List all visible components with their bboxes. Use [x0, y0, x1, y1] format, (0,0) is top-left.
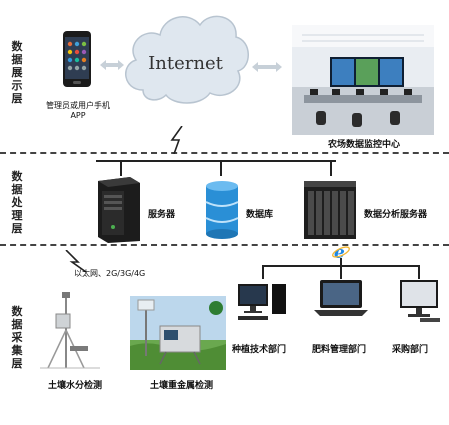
- mobile-label-line1: 管理员或用户手机: [46, 101, 110, 110]
- double-arrow-right-icon: [252, 58, 282, 77]
- dept-label-fertilizer: 肥料管理部门: [312, 345, 367, 355]
- dept-branch-purchasing: [418, 265, 420, 279]
- soil-moisture-label: 土壤水分检测: [48, 381, 103, 391]
- dept-label-planting: 种植技术部门: [232, 345, 287, 355]
- svg-text:e: e: [334, 243, 345, 262]
- network-link-icon: [64, 249, 94, 276]
- layer-label-display: 数据展示层: [11, 40, 23, 105]
- soil-moisture-sensor-icon: [40, 290, 100, 370]
- desktop-computer-icon: [236, 282, 288, 322]
- analysis-server-label: 数据分析服务器: [364, 210, 428, 220]
- server-label: 服务器: [148, 210, 176, 220]
- layer-divider-bottom: [0, 244, 449, 246]
- monitor-center-image: [292, 25, 434, 135]
- layer-divider-top: [0, 152, 449, 154]
- analysis-link-line: [330, 160, 332, 176]
- mobile-label-line2: APP: [70, 111, 86, 120]
- dept-branch-fertilizer: [340, 265, 342, 279]
- network-label: 以太网、2G/3G/4G: [74, 269, 146, 278]
- dept-branch-planting: [262, 265, 264, 279]
- layer-label-processing: 数据处理层: [11, 170, 23, 235]
- database-label: 数据库: [246, 210, 274, 220]
- analysis-server-icon: [302, 177, 358, 241]
- laptop-computer-icon: [314, 278, 368, 318]
- database-link-line: [220, 160, 222, 176]
- mobile-label: 管理员或用户手机 APP: [38, 100, 118, 120]
- processing-bus-line: [96, 160, 336, 162]
- wireless-link-icon: [168, 125, 188, 158]
- server-icon: [94, 175, 144, 243]
- monitor-center-label: 农场数据监控中心: [328, 140, 401, 150]
- heavy-metal-sensor-image: [130, 296, 226, 370]
- server-link-line: [120, 160, 122, 176]
- browser-ie-icon: e: [331, 242, 351, 266]
- internet-label: Internet: [148, 53, 223, 74]
- dept-label-purchasing: 采购部门: [392, 345, 429, 355]
- monitor-icon: [398, 278, 442, 324]
- database-icon: [204, 180, 240, 240]
- heavy-metal-label: 土壤重金属检测: [150, 381, 214, 391]
- double-arrow-left-icon: [100, 56, 124, 75]
- internet-cloud: Internet: [118, 5, 253, 115]
- dept-trunk-line: [340, 258, 342, 266]
- layer-label-collection: 数据采集层: [11, 305, 23, 370]
- mobile-phone-icon: [62, 30, 92, 88]
